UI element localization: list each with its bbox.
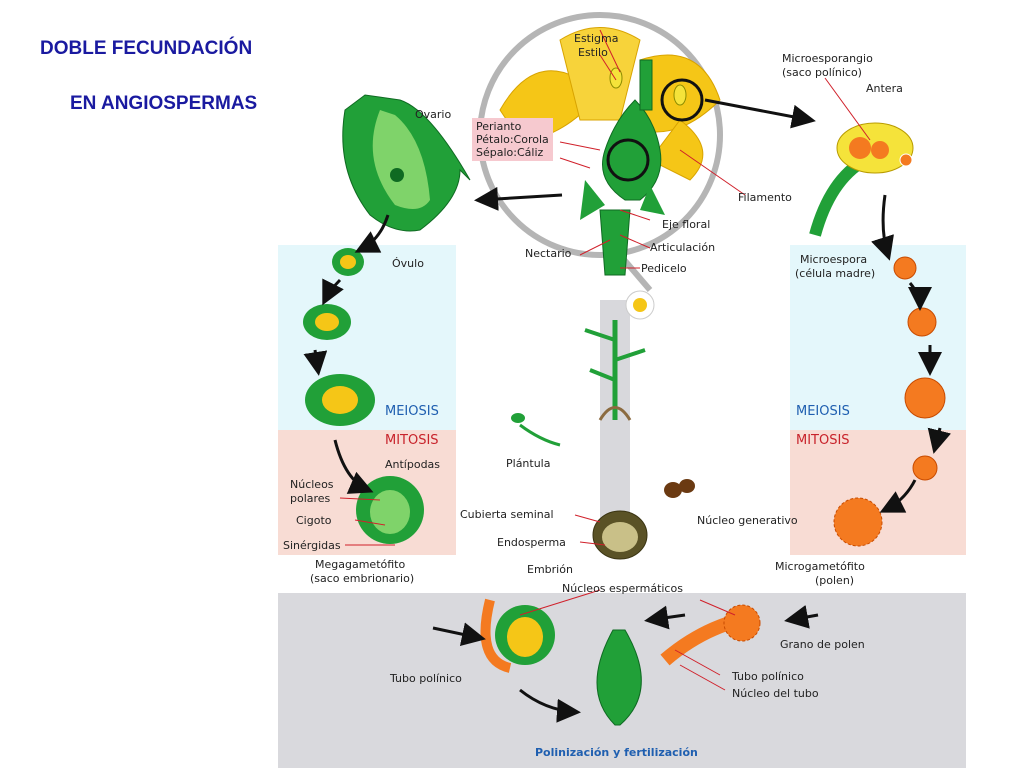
label-perianto: Perianto: [476, 120, 522, 133]
label-eje-floral: Eje floral: [662, 218, 711, 231]
label-petalo: Pétalo:Corola: [476, 133, 549, 146]
label-tubo-polinico-right: Tubo polínico: [732, 670, 804, 683]
label-sinergidas: Sinérgidas: [283, 539, 341, 552]
label-embrion: Embrión: [527, 563, 573, 576]
label-cigoto: Cigoto: [296, 514, 332, 527]
label-microgametofito-2: (polen): [815, 574, 855, 587]
label-nucleos-polares-1: Núcleos: [290, 478, 334, 491]
label-nucleo-generativo: Núcleo generativo: [697, 514, 798, 527]
perianto-box: Perianto Pétalo:Corola Sépalo:Cáliz: [472, 118, 553, 161]
label-mitosis-left: MITOSIS: [385, 433, 439, 448]
label-microesporangio-2: (saco polínico): [782, 66, 862, 79]
label-nucleo-tubo: Núcleo del tubo: [732, 687, 819, 700]
label-meiosis-right: MEIOSIS: [796, 404, 850, 419]
label-pedicelo: Pedicelo: [641, 262, 687, 275]
label-mitosis-right: MITOSIS: [796, 433, 850, 448]
label-estilo: Estilo: [578, 46, 608, 59]
label-grano-polen: Grano de polen: [780, 638, 865, 651]
seed-illustration: [592, 479, 695, 560]
microspore-stages: [833, 256, 946, 547]
anther-illustration: [809, 122, 914, 237]
label-polinizacion: Polinización y fertilización: [535, 746, 698, 759]
title-line2: EN ANGIOSPERMAS: [70, 93, 258, 114]
label-articulacion: Articulación: [650, 241, 716, 254]
label-antera: Antera: [866, 82, 903, 95]
label-megagametofito-1: Megagametófito: [315, 558, 406, 571]
label-endosperma: Endosperma: [497, 536, 566, 549]
label-meiosis-left: MEIOSIS: [385, 404, 439, 419]
leader-lines: [339, 29, 871, 691]
label-cubierta-seminal: Cubierta seminal: [460, 508, 554, 521]
label-ovulo: Óvulo: [392, 257, 424, 270]
label-estigma: Estigma: [574, 32, 619, 45]
label-nectario: Nectario: [525, 247, 572, 260]
ovary-illustration: [342, 94, 471, 232]
title-line1: DOBLE FECUNDACIÓN: [40, 38, 253, 59]
label-ovario: Ovario: [415, 108, 452, 121]
ovule-stages: [303, 248, 424, 544]
label-nucleos-espermaticos: Núcleos espermáticos: [562, 582, 683, 595]
label-tubo-polinico-left: Tubo polínico: [390, 672, 462, 685]
label-antipodas: Antípodas: [385, 458, 441, 471]
plant-illustration: [511, 290, 655, 447]
label-sepalo: Sépalo:Cáliz: [476, 146, 544, 159]
flower-illustration: [499, 27, 721, 276]
label-plantula: Plántula: [506, 457, 551, 470]
label-filamento: Filamento: [738, 191, 792, 204]
label-nucleos-polares-2: polares: [290, 492, 331, 505]
label-microespora-2: (célula madre): [795, 267, 876, 280]
label-microesporangio-1: Microesporangio: [782, 52, 873, 65]
label-megagametofito-2: (saco embrionario): [310, 572, 415, 585]
label-microgametofito-1: Microgametófito: [775, 560, 865, 573]
process-arrows: [303, 98, 952, 723]
label-microespora-1: Microespora: [800, 253, 868, 266]
fertilization-illustration: [480, 598, 761, 726]
